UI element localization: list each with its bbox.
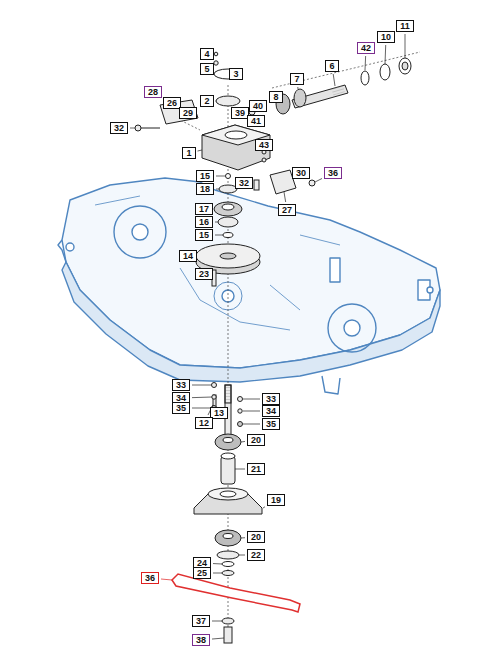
leader-line <box>405 34 406 58</box>
leader-line <box>243 399 260 400</box>
leader-line <box>215 101 216 102</box>
leader-line <box>243 424 260 425</box>
leader-line <box>284 192 286 202</box>
leader-line <box>213 563 222 564</box>
callout-number: 11 <box>396 20 414 32</box>
leader-line <box>385 45 387 64</box>
callout-number: 3 <box>229 68 242 80</box>
leader-line <box>297 87 298 89</box>
leader-line <box>212 621 222 622</box>
callout-number: 40 <box>249 100 267 112</box>
callout-number: 20 <box>247 531 265 543</box>
callout-number: 7 <box>290 73 303 85</box>
callout-number: 32 <box>235 177 253 189</box>
leader-line <box>192 408 211 409</box>
leader-line <box>212 638 224 639</box>
callout-number: 20 <box>247 434 265 446</box>
callout-number: 28 <box>144 86 162 98</box>
leader-line <box>239 555 245 556</box>
callout-number: 41 <box>247 115 265 127</box>
callout-number: 33 <box>172 379 190 391</box>
callout-number: 36 <box>141 572 159 584</box>
leader-line <box>365 56 367 70</box>
callout-number: 32 <box>110 122 128 134</box>
leader-line <box>315 179 322 182</box>
leader-line <box>216 189 219 190</box>
callout-number: 15 <box>195 229 213 241</box>
callout-number: 37 <box>192 615 210 627</box>
mower-deck <box>58 178 440 394</box>
callout-number: 6 <box>325 60 338 72</box>
callout-number: 34 <box>262 405 280 417</box>
leader-line <box>130 128 135 129</box>
leader-line <box>215 222 218 223</box>
callout-number: 12 <box>195 417 213 429</box>
callout-number: 35 <box>172 402 190 414</box>
leader-line <box>215 235 223 236</box>
callout-number: 30 <box>292 167 310 179</box>
leader-line <box>241 441 245 443</box>
callout-number: 33 <box>262 393 280 405</box>
callout-number: 17 <box>195 203 213 215</box>
callout-number: 14 <box>179 250 197 262</box>
callout-number: 16 <box>195 216 213 228</box>
callout-number: 27 <box>278 204 296 216</box>
callout-number: 18 <box>196 183 214 195</box>
callout-number: 35 <box>262 418 280 430</box>
mower-blade <box>172 574 300 612</box>
callout-number: 8 <box>269 91 282 103</box>
callout-number: 22 <box>247 549 265 561</box>
callout-number: 19 <box>267 494 285 506</box>
leader-line <box>161 579 172 581</box>
callout-number: 15 <box>196 170 214 182</box>
leader-line <box>213 573 222 574</box>
leader-line <box>243 411 260 412</box>
callout-number: 36 <box>324 167 342 179</box>
callout-number: 5 <box>200 63 213 75</box>
callout-number: 10 <box>377 31 395 43</box>
callout-number: 21 <box>247 463 265 475</box>
callout-number: 25 <box>193 567 211 579</box>
leader-line <box>192 397 212 399</box>
callout-number: 42 <box>357 42 375 54</box>
callout-number: 29 <box>179 107 197 119</box>
leader-line <box>333 74 335 86</box>
leader-line <box>198 150 202 151</box>
leader-line <box>241 537 245 538</box>
callout-number: 1 <box>182 147 195 159</box>
callout-number: 4 <box>200 48 213 60</box>
callout-number: 2 <box>200 95 213 107</box>
gearbox-parts <box>135 52 411 286</box>
center-line <box>170 52 420 640</box>
callout-number: 43 <box>255 139 273 151</box>
leader-line <box>263 507 265 508</box>
leader-line <box>235 469 245 470</box>
leader-line <box>216 176 225 177</box>
callout-number: 38 <box>192 634 210 646</box>
leader-line <box>130 34 405 639</box>
spindle-parts <box>194 383 262 644</box>
leader-line <box>192 385 211 386</box>
callout-number: 23 <box>195 268 213 280</box>
